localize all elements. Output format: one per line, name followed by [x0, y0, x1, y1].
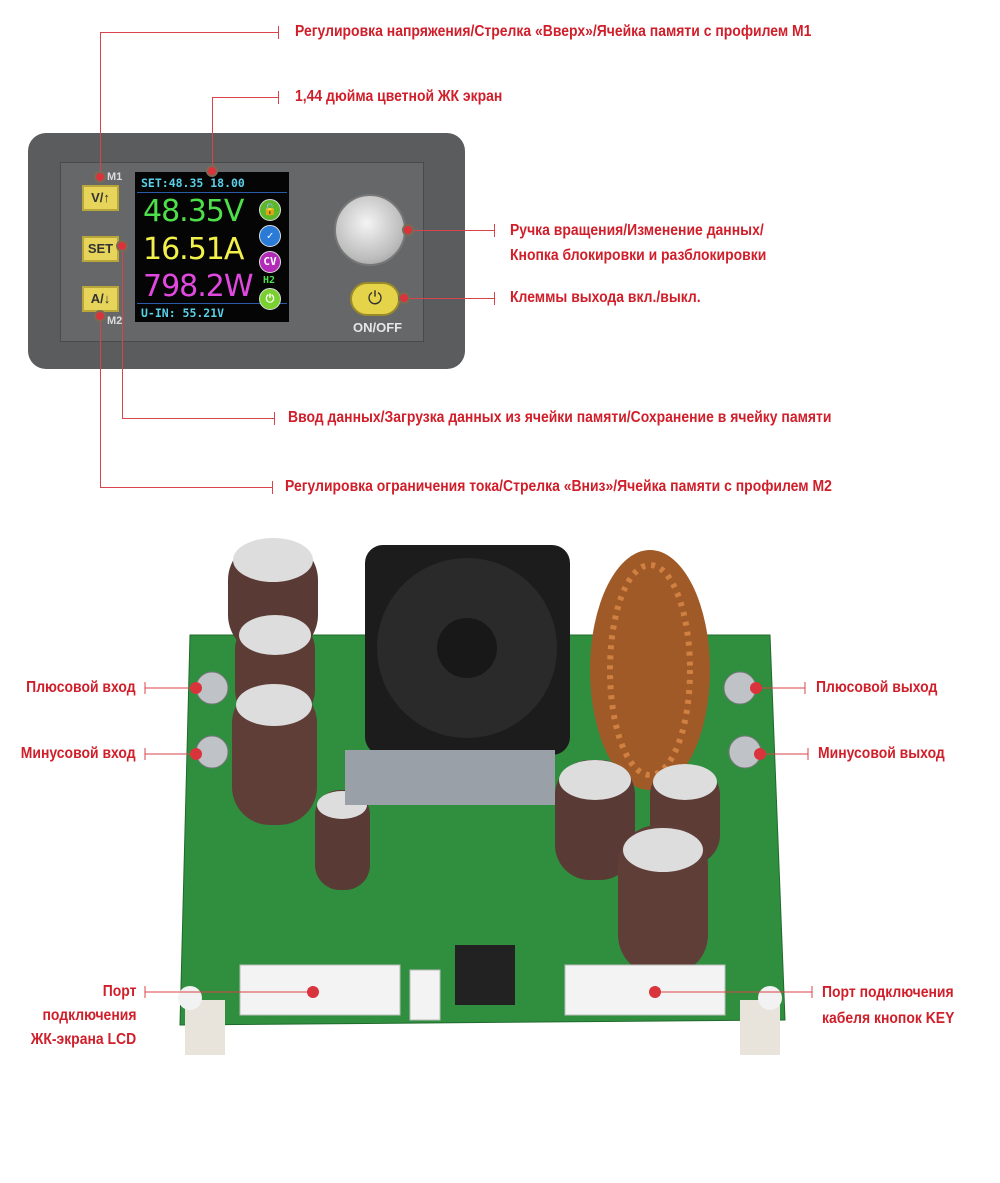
callout-key-port-line1: Порт подключения [822, 984, 954, 1001]
current-down-button[interactable]: A/↓ [82, 286, 119, 312]
m1-label: M1 [107, 171, 123, 183]
rotary-knob[interactable] [334, 194, 406, 266]
lcd-screen: SET:48.35 18.00 48.35V 16.51A 798.2W U-I… [135, 172, 289, 322]
callout-plus-output: Плюсовой выход [816, 679, 938, 696]
callout-lcd-port-line1: Порт [102, 983, 136, 1000]
capacitors-left [228, 538, 370, 890]
unlock-icon: 🔓 [259, 199, 281, 221]
callout-minus-input: Минусовой вход [21, 745, 136, 762]
set-button[interactable]: SET [82, 236, 119, 262]
lcd-current: 16.51A [143, 232, 244, 267]
callout-voltage-button: Регулировка напряжения/Стрелка «Вверх»/Я… [295, 23, 812, 40]
memory-indicator: H2 [263, 275, 276, 286]
callout-current-button: Регулировка ограничения тока/Стрелка «Вн… [285, 478, 832, 495]
cv-mode-icon: CV [259, 251, 281, 273]
callout-key-port-line2: кабеля кнопок KEY [822, 1010, 955, 1027]
power-icon: ⏻ [259, 288, 281, 310]
lcd-voltage: 48.35V [143, 194, 244, 229]
callout-plus-input: Плюсовой вход [26, 679, 136, 696]
callout-set-button: Ввод данных/Загрузка данных из ячейки па… [288, 409, 832, 426]
callout-onoff: Клеммы выхода вкл./выкл. [510, 289, 701, 306]
voltage-up-button[interactable]: V/↑ [82, 185, 119, 211]
pcb-board-illustration [144, 538, 813, 1055]
callout-lcd-screen: 1,44 дюйма цветной ЖК экран [295, 88, 503, 105]
m2-label: M2 [107, 315, 123, 327]
callout-knob-line2: Кнопка блокировки и разблокировки [510, 247, 767, 264]
callout-lcd-port-line2: подключения [41, 1007, 136, 1024]
callout-knob-line1: Ручка вращения/Изменение данных/ [510, 222, 764, 239]
lcd-set-line: SET:48.35 18.00 [141, 176, 245, 190]
callout-minus-output: Минусовой выход [818, 745, 945, 762]
check-icon: ✓ [259, 225, 281, 247]
on-off-button[interactable]: ⏻ [350, 282, 400, 316]
lcd-input-voltage: U-IN: 55.21V [141, 306, 225, 320]
lcd-power: 798.2W [143, 269, 254, 304]
on-off-label: ON/OFF [353, 320, 403, 335]
callout-lcd-port-line3: ЖК-экрана LCD [30, 1031, 136, 1048]
